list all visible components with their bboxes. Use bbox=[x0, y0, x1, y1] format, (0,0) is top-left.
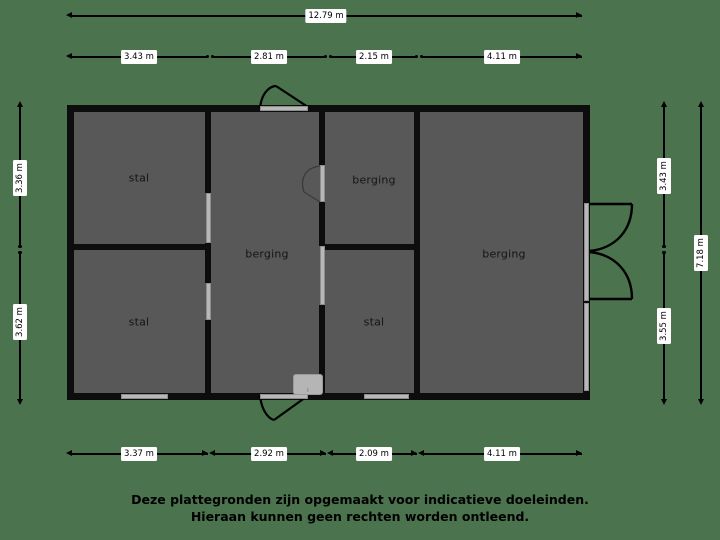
window-right-lower bbox=[584, 303, 589, 391]
arrow-right-icon bbox=[576, 449, 582, 456]
sink-fixture bbox=[293, 374, 323, 395]
dimension-tick bbox=[206, 55, 210, 59]
dimension-tick bbox=[329, 55, 333, 59]
interior-wall-left-horizontal bbox=[67, 244, 211, 250]
dimension-label: 3.43 m bbox=[121, 50, 157, 64]
interior-wall-center-middle-upper bbox=[319, 105, 325, 165]
arrow-up-icon bbox=[660, 101, 667, 107]
interior-wall-left-center-upper bbox=[205, 105, 211, 193]
exterior-wall-left bbox=[67, 105, 74, 400]
dimension-tick bbox=[662, 245, 666, 249]
room-label-berging-right: berging bbox=[482, 247, 526, 261]
door-bottom-exterior bbox=[258, 395, 307, 422]
dimension-tick bbox=[211, 55, 215, 59]
dimension-label: 3.36 m bbox=[13, 160, 27, 196]
door-opening-top bbox=[260, 106, 308, 111]
dimension-label: 2.81 m bbox=[251, 50, 287, 64]
window-bottom-middle-stal bbox=[364, 394, 409, 399]
room-label-stal-top-left: stal bbox=[128, 171, 150, 185]
dimension-tick bbox=[18, 245, 22, 249]
arrow-left-icon bbox=[66, 52, 72, 59]
dimension-label: 3.37 m bbox=[121, 447, 157, 461]
arrow-right-icon bbox=[411, 449, 417, 456]
arrow-left-icon bbox=[327, 449, 333, 456]
arrow-down-icon bbox=[697, 399, 704, 405]
arrow-right-icon bbox=[576, 11, 582, 18]
door-opening-bottom bbox=[260, 394, 308, 399]
disclaimer-line-1: Deze plattegronden zijn opgemaakt voor i… bbox=[131, 492, 589, 507]
arrow-left-icon bbox=[418, 449, 424, 456]
arrow-right-icon bbox=[320, 449, 326, 456]
arrow-right-icon bbox=[202, 449, 208, 456]
arrow-down-icon bbox=[16, 399, 23, 405]
arrow-left-icon bbox=[66, 449, 72, 456]
disclaimer-footer: Deze plattegronden zijn opgemaakt voor i… bbox=[0, 492, 720, 526]
door-top-exterior bbox=[258, 84, 309, 109]
dimension-tick bbox=[18, 251, 22, 255]
window-bottom-left-stal bbox=[121, 394, 168, 399]
room-berging-center bbox=[210, 105, 323, 400]
room-berging-right bbox=[418, 105, 590, 400]
doorway-left-center-upper bbox=[206, 193, 211, 243]
room-stal-bottom-middle bbox=[323, 248, 418, 400]
interior-wall-middle-horizontal bbox=[322, 244, 418, 250]
arrow-down-icon bbox=[660, 399, 667, 405]
room-label-berging-center: berging bbox=[245, 247, 289, 261]
dimension-tick bbox=[415, 55, 419, 59]
door-opening-right-double bbox=[584, 203, 589, 301]
dimension-tick bbox=[662, 251, 666, 255]
dimension-label: 12.79 m bbox=[305, 9, 347, 23]
interior-wall-left-center-middle bbox=[205, 243, 211, 283]
dimension-label: 3.43 m bbox=[657, 158, 671, 194]
dimension-label: 3.62 m bbox=[13, 304, 27, 340]
door-right-double-exterior bbox=[588, 202, 634, 301]
exterior-wall-top bbox=[67, 105, 590, 112]
door-leaf-line bbox=[275, 85, 309, 108]
room-berging-top-middle bbox=[323, 105, 418, 248]
arrow-left-icon bbox=[209, 449, 215, 456]
door-swing-arc-icon-upper bbox=[589, 203, 634, 253]
dimension-label: 3.55 m bbox=[657, 308, 671, 344]
dimension-tick bbox=[420, 55, 424, 59]
door-leaf-center-berging bbox=[320, 165, 325, 202]
arrow-left-icon bbox=[66, 11, 72, 18]
dimension-label: 4.11 m bbox=[484, 50, 520, 64]
arrow-up-icon bbox=[16, 101, 23, 107]
interior-wall-left-center-lower bbox=[205, 320, 211, 400]
arrow-right-icon bbox=[576, 52, 582, 59]
doorway-center-middle-lower bbox=[320, 246, 325, 305]
dimension-label: 2.92 m bbox=[251, 447, 287, 461]
interior-wall-center-middle-mid bbox=[319, 202, 325, 246]
door-interior-berging bbox=[301, 165, 321, 203]
room-label-stal-bottom-middle: stal bbox=[363, 315, 385, 329]
dimension-label: 7.18 m bbox=[694, 235, 708, 271]
room-stal-top-left bbox=[67, 105, 210, 248]
interior-wall-middle-right bbox=[414, 105, 420, 400]
dimension-label: 2.09 m bbox=[356, 447, 392, 461]
door-swing-arc-icon bbox=[258, 395, 275, 422]
room-label-berging-top-middle: berging bbox=[352, 173, 396, 187]
dimension-tick bbox=[324, 55, 328, 59]
dimension-label: 2.15 m bbox=[356, 50, 392, 64]
room-label-stal-bottom-left: stal bbox=[128, 315, 150, 329]
interior-wall-center-middle-lower bbox=[319, 305, 325, 400]
door-leaf-line bbox=[273, 396, 307, 421]
exterior-wall-bottom bbox=[67, 393, 590, 400]
door-swing-arc-icon bbox=[258, 84, 277, 109]
disclaimer-line-2: Hieraan kunnen geen rechten worden ontle… bbox=[190, 508, 530, 524]
door-swing-arc-icon bbox=[301, 165, 321, 203]
door-swing-arc-icon-lower bbox=[589, 250, 634, 300]
room-stal-bottom-left bbox=[67, 248, 210, 400]
dimension-label: 4.11 m bbox=[484, 447, 520, 461]
arrow-up-icon bbox=[697, 101, 704, 107]
doorway-left-center-lower bbox=[206, 283, 211, 320]
